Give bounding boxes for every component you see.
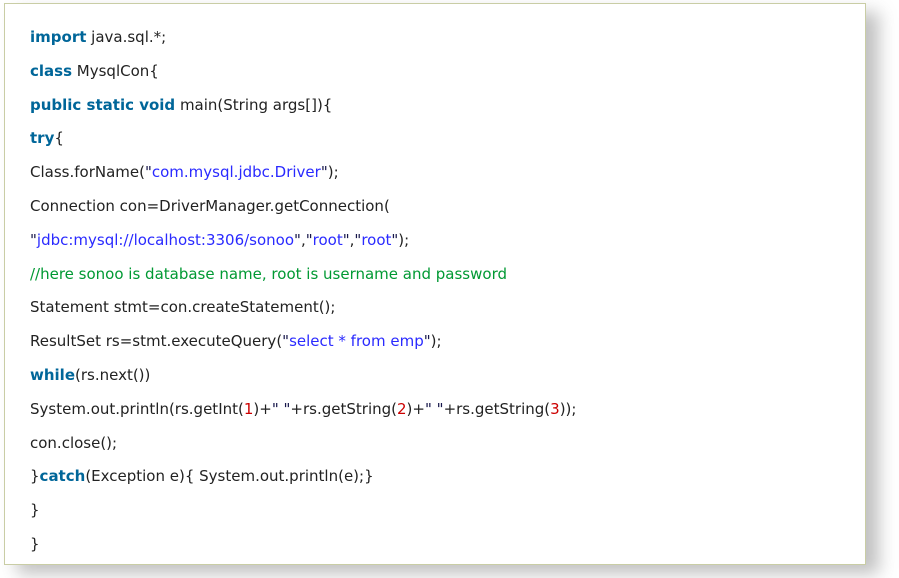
code-line: con.close();	[30, 427, 855, 461]
code-line: "jdbc:mysql://localhost:3306/sonoo","roo…	[30, 224, 855, 258]
code-segment-number: 1	[243, 399, 254, 418]
code-segment-string: com.mysql.jdbc.Driver	[151, 163, 321, 182]
code-segment-keyword: while	[30, 365, 75, 384]
code-segment-plain: Class.forName(	[30, 163, 145, 182]
code-segment-quote: "	[271, 399, 279, 418]
code-line: //here sonoo is database name, root is u…	[30, 258, 855, 292]
code-segment-plain: (rs.next())	[75, 365, 151, 384]
code-segment-plain: (Exception e){ System.out.println(e);}	[85, 467, 374, 486]
code-segment-plain: System.out.println(rs.getInt(	[30, 399, 244, 418]
code-line: }	[30, 494, 855, 528]
code-segment-plain: }	[30, 467, 40, 486]
code-line: try{	[30, 122, 855, 156]
code-segment-keyword: class	[30, 61, 73, 80]
code-segment-plain: {	[54, 129, 64, 148]
code-segment-quote: "	[423, 332, 431, 351]
code-line: }	[30, 528, 855, 562]
code-lines: import java.sql.*;class MysqlCon{public …	[5, 4, 865, 568]
code-line: Statement stmt=con.createStatement();	[30, 291, 855, 325]
code-segment-plain: ResultSet rs=stmt.executeQuery(	[30, 332, 283, 351]
code-segment-string: jdbc:mysql://localhost:3306/sonoo	[36, 230, 295, 249]
code-segment-plain: }	[30, 501, 40, 520]
code-segment-number: 3	[550, 399, 560, 418]
code-segment-number: 2	[397, 399, 407, 418]
code-segment-plain: Statement stmt=con.createStatement();	[30, 298, 336, 317]
code-line: Connection con=DriverManager.getConnecti…	[30, 190, 855, 224]
code-segment-plain: );	[327, 163, 339, 182]
code-segment-plain: );	[398, 230, 410, 249]
code-segment-quote: "	[342, 230, 350, 249]
code-segment-plain: ,	[300, 230, 306, 249]
code-segment-string: select * from emp	[289, 332, 424, 351]
code-block: import java.sql.*;class MysqlCon{public …	[4, 3, 866, 565]
code-segment-comment: //here sonoo is database name, root is u…	[30, 264, 507, 283]
code-segment-keyword: try	[30, 129, 55, 148]
code-segment-quote: "	[436, 399, 444, 418]
code-line: import java.sql.*;	[30, 21, 855, 55]
code-segment-plain: ));	[559, 399, 577, 418]
code-segment-plain: )+	[406, 399, 425, 418]
code-segment-plain: +rs.getString(	[290, 399, 397, 418]
code-segment-plain: );	[430, 332, 442, 351]
code-segment-plain: ,	[349, 230, 355, 249]
code-line: class MysqlCon{	[30, 55, 855, 89]
code-segment-plain: +rs.getString(	[443, 399, 551, 418]
code-segment-quote: "	[282, 332, 290, 351]
code-segment-plain: main(String args[]){	[175, 95, 333, 114]
code-segment-quote: "	[391, 230, 399, 249]
code-segment-quote: "	[424, 399, 432, 418]
code-line: }catch(Exception e){ System.out.println(…	[30, 460, 855, 494]
code-segment-quote: "	[283, 399, 291, 418]
code-segment-string: root	[361, 230, 392, 249]
code-segment-plain: )+	[253, 399, 272, 418]
code-segment-plain: MysqlCon{	[72, 61, 159, 80]
code-segment-quote: "	[30, 230, 37, 249]
code-segment-plain: con.close();	[30, 433, 118, 452]
code-segment-quote: "	[294, 230, 301, 249]
code-segment-plain: Connection con=DriverManager.getConnecti…	[30, 196, 390, 215]
code-segment-quote: "	[305, 230, 313, 249]
code-segment-keyword: public static void	[30, 95, 176, 114]
code-line: Class.forName("com.mysql.jdbc.Driver");	[30, 156, 855, 190]
code-line: System.out.println(rs.getInt(1)+" "+rs.g…	[30, 393, 855, 427]
code-segment-quote: "	[320, 163, 328, 182]
code-segment-string: root	[312, 230, 343, 249]
code-line: ResultSet rs=stmt.executeQuery("select *…	[30, 325, 855, 359]
code-segment-quote: "	[354, 230, 362, 249]
code-segment-plain: java.sql.*;	[86, 28, 167, 46]
code-line: public static void main(String args[]){	[30, 89, 855, 123]
code-segment-quote: "	[144, 163, 152, 182]
code-segment-keyword: import	[30, 28, 87, 46]
code-segment-plain: }	[30, 534, 40, 553]
code-line: while(rs.next())	[30, 359, 855, 393]
code-segment-keyword: catch	[39, 467, 86, 486]
